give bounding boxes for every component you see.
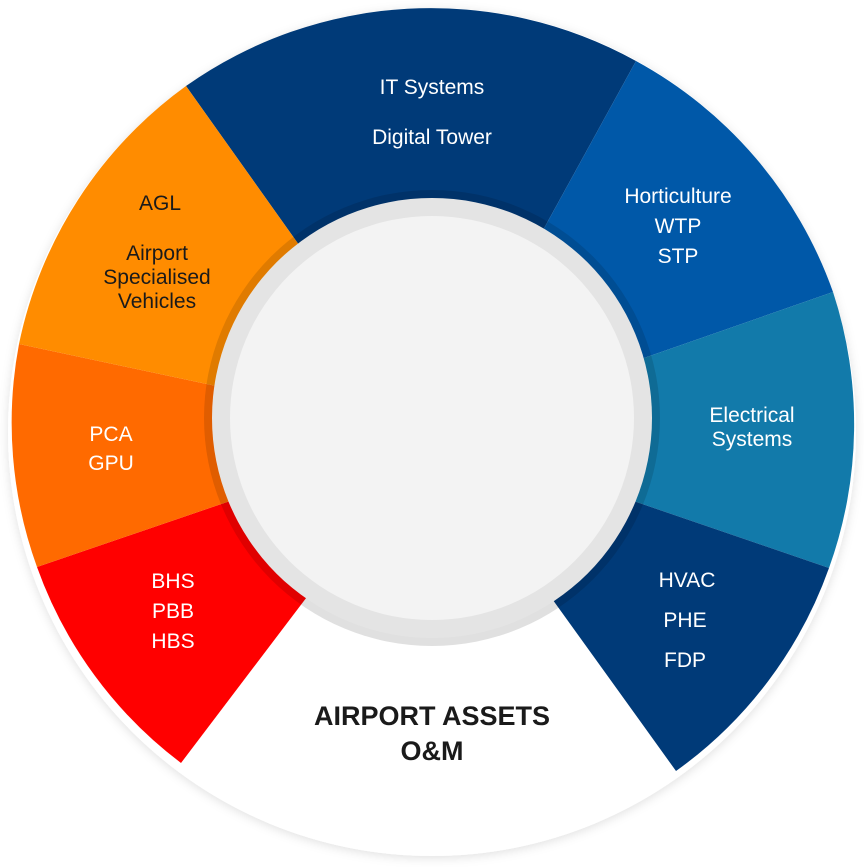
label-bhs: BHS [151,570,194,593]
title-line-2: O&M [401,736,464,766]
label-agl: AGL [139,192,181,215]
label-pbb: PBB [152,600,194,623]
label-hbs: HBS [151,630,194,653]
label-phe: PHE [663,609,706,632]
center-hub [230,216,634,620]
label-fdp: FDP [664,649,706,672]
label-digital-tower: Digital Tower [372,126,492,149]
label-vehicles: Vehicles [118,290,196,313]
label-wtp: WTP [655,215,702,238]
label-airport: Airport [126,242,188,265]
label-stp: STP [658,245,699,268]
label-specialised: Specialised [103,266,210,289]
label-systems: Systems [712,428,793,451]
label-hvac: HVAC [659,569,716,592]
label-electrical: Electrical [709,404,794,427]
label-pca: PCA [89,423,132,446]
label-gpu: GPU [88,452,134,475]
label-horticulture: Horticulture [624,185,731,208]
title-line-1: AIRPORT ASSETS [314,701,550,731]
label-it-systems: IT Systems [380,76,485,99]
